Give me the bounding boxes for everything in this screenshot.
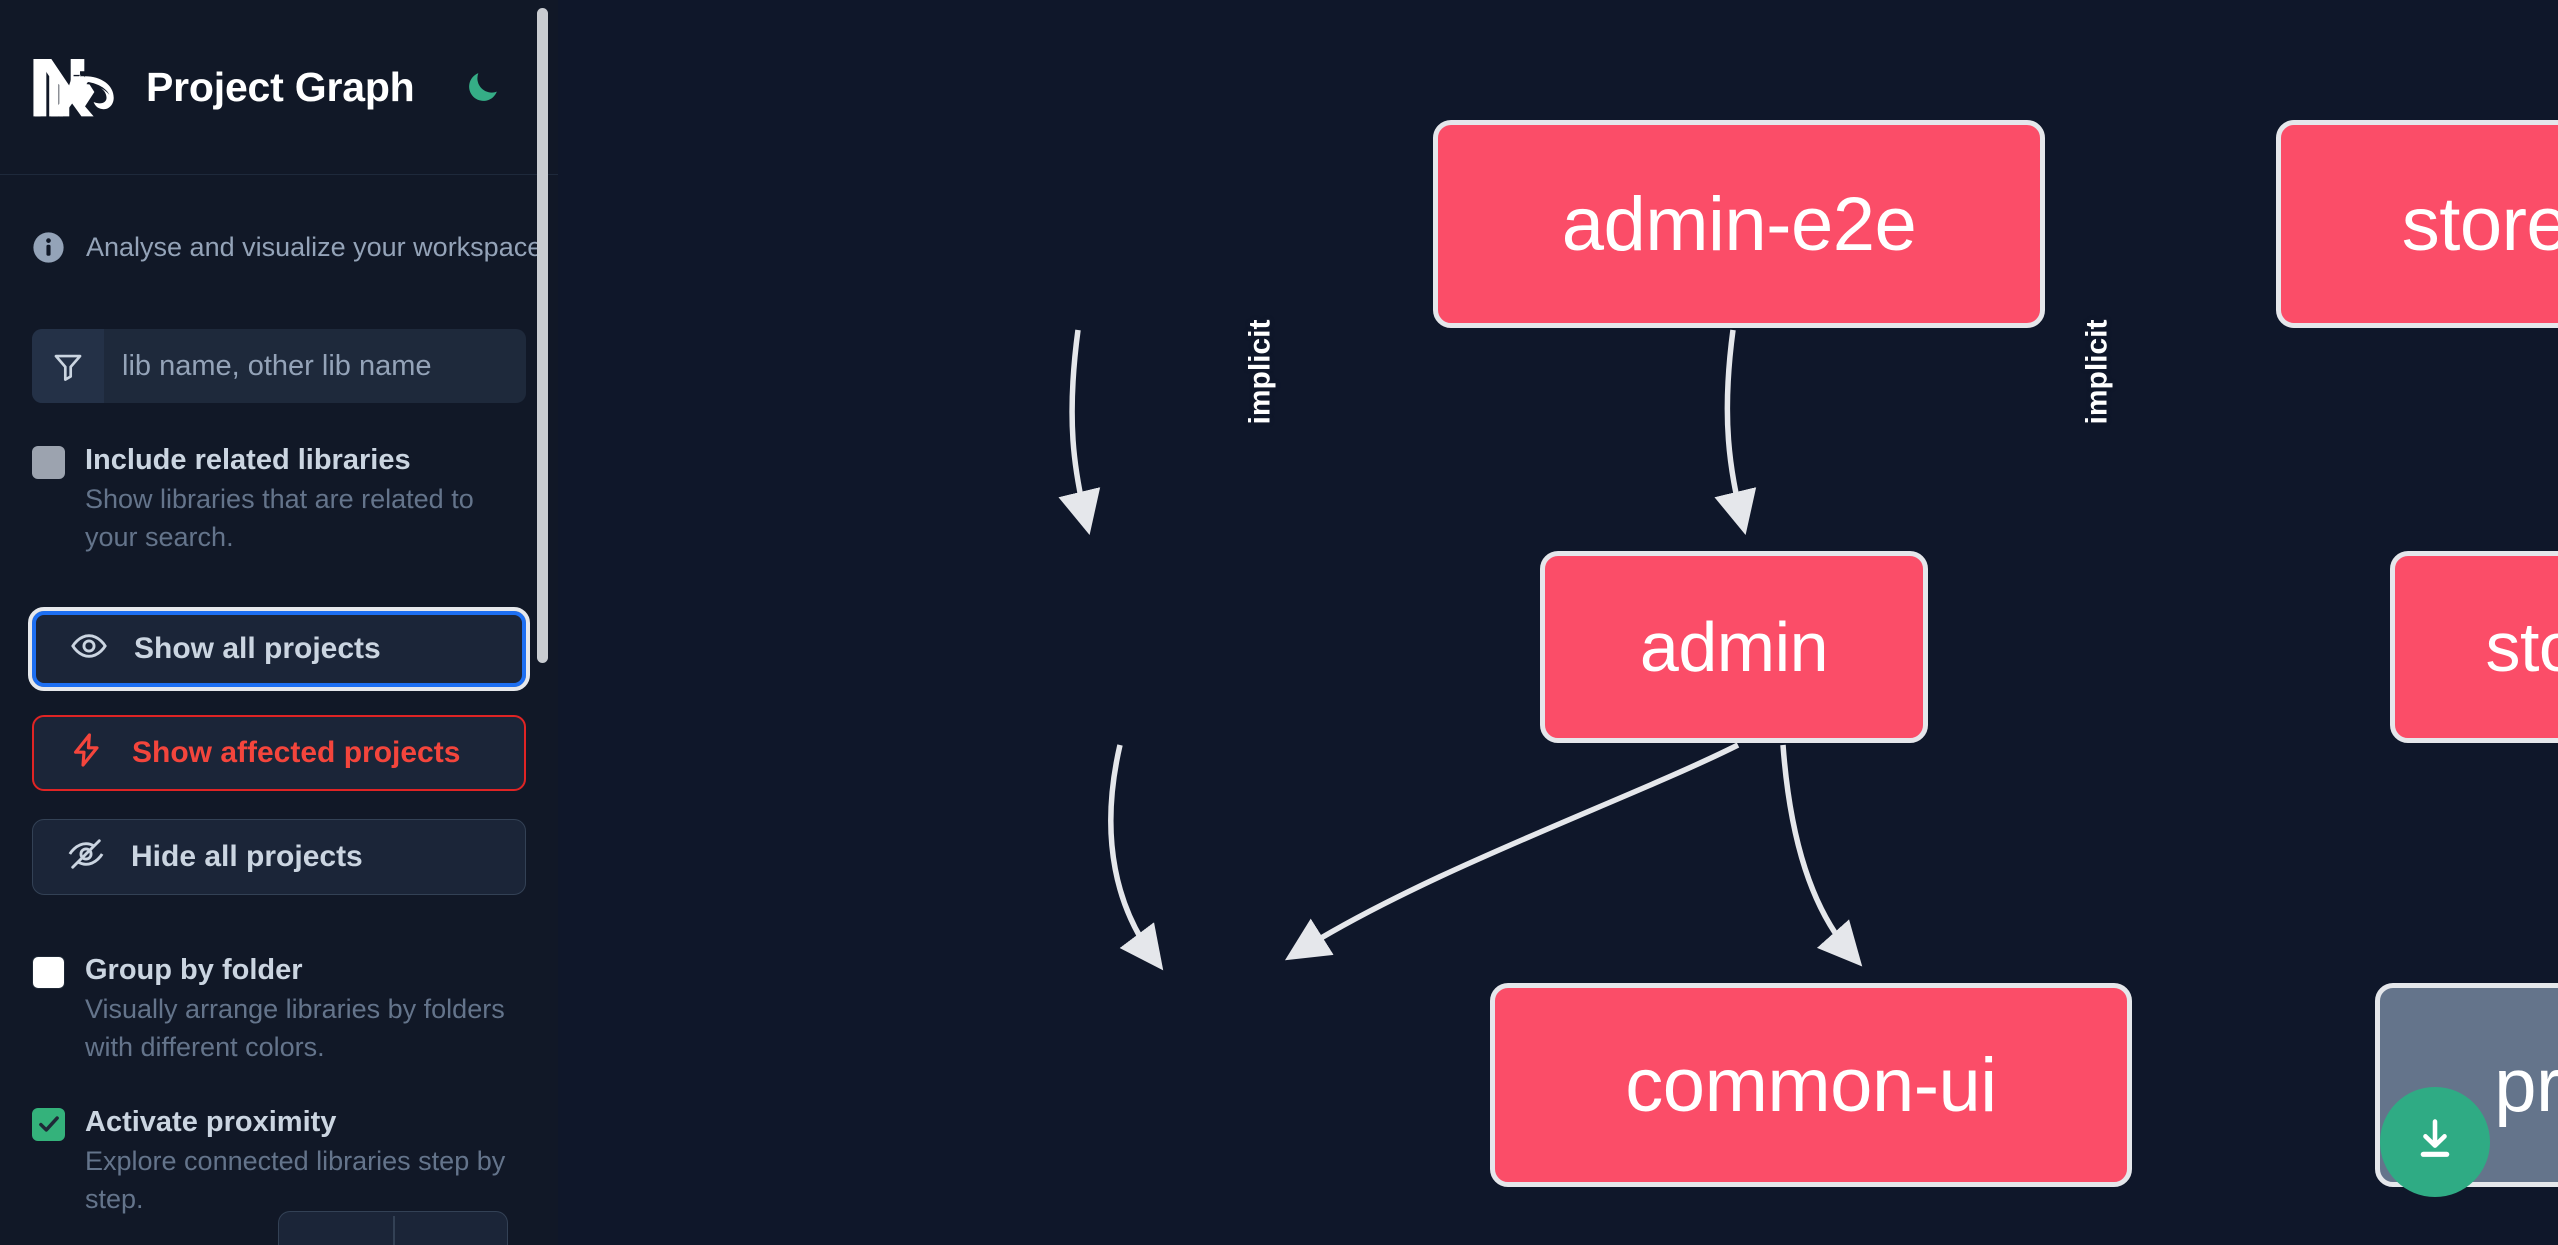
search-field[interactable]	[32, 329, 526, 403]
hide-all-projects-button[interactable]: Hide all projects	[32, 818, 526, 895]
option-description: Explore connected libraries step by step…	[85, 1145, 506, 1215]
button-label: Show all projects	[134, 631, 381, 665]
graph-node-store[interactable]: store	[2390, 551, 2558, 743]
page-title: Project Graph	[146, 63, 415, 110]
sidebar: Project Graph Analyse and visualize your…	[0, 0, 558, 1245]
lightning-bolt-icon	[68, 731, 106, 774]
moon-icon[interactable]	[459, 63, 507, 111]
workspace-info-text: Analyse and visualize your workspace.	[86, 231, 550, 262]
nx-logo-icon	[32, 56, 118, 118]
node-label: admin	[1639, 608, 1829, 686]
show-affected-projects-button[interactable]: Show affected projects	[32, 714, 526, 791]
info-circle-icon	[32, 231, 65, 264]
edge-store-to-common-ui	[1284, 742, 1740, 961]
option-activate-proximity[interactable]: Activate proximity Explore connected lib…	[0, 1103, 558, 1219]
sidebar-scrollbar[interactable]	[537, 0, 548, 1245]
node-label: store-e2e	[2401, 181, 2558, 267]
download-button[interactable]	[2380, 1087, 2490, 1197]
checkbox-include-related-libraries[interactable]	[32, 446, 65, 479]
option-group-by-folder[interactable]: Group by folder Visually arrange librari…	[0, 951, 558, 1067]
button-label: Show affected projects	[132, 735, 461, 769]
graph-node-admin-e2e[interactable]: admin-e2e	[1433, 120, 2045, 328]
node-label: products	[2494, 1042, 2558, 1128]
node-label: common-ui	[1625, 1042, 1997, 1128]
download-icon	[2409, 1114, 2461, 1171]
checkbox-group-by-folder[interactable]	[32, 955, 65, 989]
edge-admin-to-common-ui	[1108, 744, 1164, 971]
checkbox-activate-proximity[interactable]	[32, 1107, 65, 1141]
button-label: Hide all projects	[131, 839, 363, 873]
option-include-related-libraries[interactable]: Include related libraries Show libraries…	[0, 441, 558, 557]
workspace-info: Analyse and visualize your workspace.	[0, 227, 558, 267]
edge-admin-e2e-to-admin	[1058, 329, 1101, 535]
option-description: Show libraries that are related to your …	[85, 484, 474, 553]
sidebar-scrollbar-thumb[interactable]	[537, 8, 548, 663]
graph-node-common-ui[interactable]: common-ui	[1490, 983, 2132, 1187]
node-label: store	[2485, 608, 2558, 686]
graph-edges	[1058, 329, 1863, 971]
filter-icon	[32, 329, 104, 403]
show-all-projects-button[interactable]: Show all projects	[28, 606, 530, 691]
eye-icon	[70, 627, 108, 670]
edge-store-to-products	[1780, 744, 1863, 967]
graph-node-admin[interactable]: admin	[1540, 551, 1928, 743]
option-description: Visually arrange libraries by folders wi…	[85, 993, 505, 1063]
node-label: admin-e2e	[1561, 181, 1917, 267]
option-label: Activate proximity	[85, 1105, 337, 1138]
edge-store-e2e-to-store	[1714, 329, 1757, 535]
eye-off-icon	[67, 835, 105, 878]
option-label: Include related libraries	[85, 444, 411, 476]
graph-canvas[interactable]: implicit implicit admin-e2e store-e2e ad…	[558, 0, 2558, 1245]
sidebar-header: Project Graph	[0, 0, 558, 175]
stepper-divider	[393, 1216, 395, 1245]
search-input[interactable]	[104, 329, 526, 403]
option-label: Group by folder	[85, 953, 303, 986]
proximity-stepper-control[interactable]	[278, 1211, 508, 1245]
graph-node-store-e2e[interactable]: store-e2e	[2276, 120, 2558, 328]
